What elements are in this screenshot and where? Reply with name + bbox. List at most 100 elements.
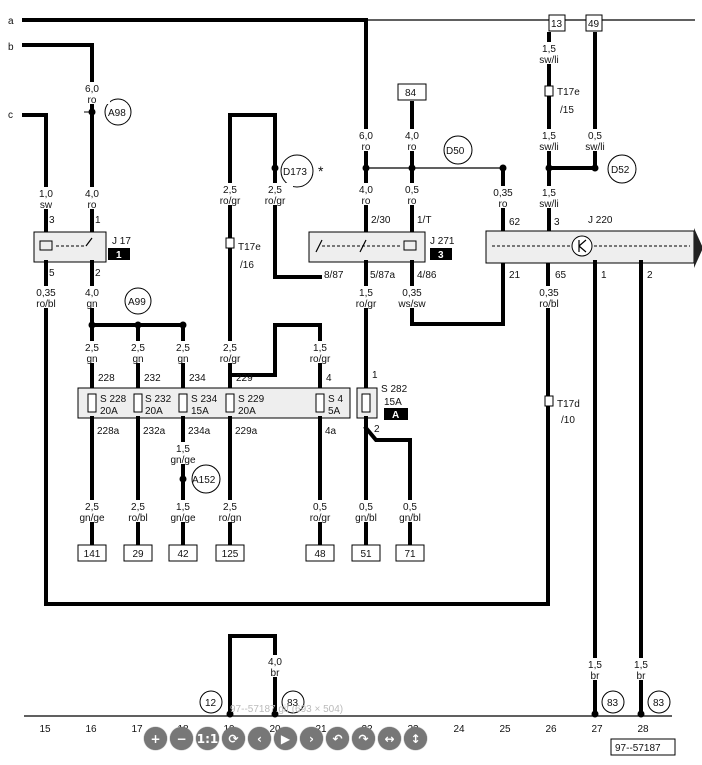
- j220-pin-2: 2: [647, 270, 653, 281]
- rotate-left-button[interactable]: ↶: [326, 727, 349, 750]
- wire-label-color: sw/li: [539, 142, 558, 153]
- wire-label-color: ro: [88, 95, 97, 106]
- terminal-label: 71: [404, 549, 416, 560]
- relay-j271-name: J 271: [430, 236, 455, 247]
- terminal-84: [397, 83, 427, 101]
- wire-label-size: 2,5: [223, 343, 237, 354]
- relay-j271: [308, 231, 426, 263]
- terminal-label: 125: [222, 549, 239, 560]
- j17-pin-3: 3: [49, 215, 55, 226]
- prev-button[interactable]: ‹: [248, 727, 271, 750]
- wire-label-color: sw/li: [539, 199, 558, 210]
- flip-v-button[interactable]: ↕: [404, 727, 427, 750]
- terminal-13-label: 13: [551, 19, 563, 30]
- terminal-box: [123, 544, 153, 562]
- svg-text:5A: 5A: [328, 406, 341, 417]
- wire-label-size: 2,5: [85, 502, 99, 513]
- wire-label-color: ro: [408, 142, 417, 153]
- terminal-label: 29: [132, 549, 144, 560]
- play-button[interactable]: ▶: [274, 727, 297, 750]
- zoom-out-button[interactable]: −: [170, 727, 193, 750]
- wire-label-size: 1,5: [542, 44, 556, 55]
- terminal-label: 141: [84, 549, 101, 560]
- wire-label-size: 2,5: [176, 343, 190, 354]
- junction-d52: [607, 154, 637, 184]
- terminal-label: 51: [360, 549, 372, 560]
- j220-pin-1: 1: [601, 270, 607, 281]
- ground-83-c-label: 83: [653, 698, 665, 709]
- wire-label-color: ro: [88, 200, 97, 211]
- fit-button[interactable]: ⟳: [222, 727, 245, 750]
- junction-a98: [104, 98, 132, 126]
- wire-label-size: 1,5: [634, 660, 648, 671]
- diagram-id: 97--57187: [615, 743, 661, 754]
- wire-label-size: 1,5: [542, 188, 556, 199]
- wire-label-size: 0,5: [403, 502, 417, 513]
- actual-size-button[interactable]: 1:1: [196, 727, 219, 750]
- ground-12: [199, 690, 223, 714]
- connector-t17e-16: [225, 237, 235, 249]
- column-number: 26: [545, 724, 557, 735]
- zoom-in-button[interactable]: +: [144, 727, 167, 750]
- wire-label-color: ro/gn: [219, 513, 242, 524]
- wire-label-color: ro/gr: [310, 513, 331, 524]
- connector-t17d-10: [544, 395, 554, 407]
- wire-label-size: 1,5: [176, 444, 190, 455]
- wire-label-size: 1,5: [313, 343, 327, 354]
- junction-d173: [280, 154, 314, 188]
- ground-83-b: [601, 690, 625, 714]
- wire-label-color: ro/gr: [310, 354, 331, 365]
- wire-label-color: gn/bl: [355, 513, 377, 524]
- terminal-box: [215, 544, 245, 562]
- column-number: 16: [85, 724, 97, 735]
- wire-label-size: 4,0: [405, 131, 419, 142]
- wire-label-color: ro: [499, 199, 508, 210]
- connector-t17e-15-pin: /15: [560, 105, 574, 116]
- relay-j271-coil: [403, 240, 417, 251]
- wire-label-color: ro: [362, 142, 371, 153]
- fuse-s282-badge: A: [392, 410, 399, 421]
- svg-text:229a: 229a: [235, 426, 258, 437]
- connector-t17e-15: [544, 85, 554, 97]
- junction-d52-label: D52: [611, 165, 630, 176]
- terminal-box: [351, 544, 381, 562]
- svg-text:20A: 20A: [238, 406, 256, 417]
- ground-83-b-label: 83: [607, 698, 619, 709]
- wire-label-size: 0,5: [359, 502, 373, 513]
- s282-pin-in: 1: [372, 370, 378, 381]
- svg-text:S 232: S 232: [145, 394, 172, 405]
- next-image-arrow[interactable]: [694, 228, 702, 268]
- wire-label-color: sw/li: [585, 142, 604, 153]
- svg-text:232a: 232a: [143, 426, 166, 437]
- column-number: 17: [131, 724, 143, 735]
- bus-label-a: a: [8, 16, 14, 27]
- relay-j271-badge: 3: [438, 250, 444, 261]
- wire-label-size: 6,0: [85, 84, 99, 95]
- svg-text:229: 229: [236, 373, 253, 384]
- flip-h-button[interactable]: ↔: [378, 727, 401, 750]
- wire-s282-71: [363, 425, 412, 547]
- wire-label-size: 0,35: [36, 288, 56, 299]
- wire-label-color: ro: [408, 196, 417, 207]
- wire-label-color: br: [637, 671, 647, 682]
- connector-t17d-10-name: T17d: [557, 399, 580, 410]
- wire-b: [22, 43, 94, 236]
- junction-a152: [191, 464, 221, 494]
- svg-text:228a: 228a: [97, 426, 120, 437]
- svg-text:S 4: S 4: [328, 394, 343, 405]
- ground-83-a: [281, 690, 305, 714]
- svg-text:S 229: S 229: [238, 394, 265, 405]
- junction-d173-label: D173: [283, 167, 307, 178]
- ground-12-label: 12: [205, 698, 217, 709]
- next-button[interactable]: ›: [300, 727, 323, 750]
- connector-t17e-16-pin: /16: [240, 260, 254, 271]
- wire-label-size: 2,5: [268, 185, 282, 196]
- viewer-toolbar: +−1:1⟳‹▶›↶↷↔↕: [144, 727, 427, 751]
- wire-label-size: 4,0: [85, 189, 99, 200]
- terminal-49-label: 49: [588, 19, 600, 30]
- wire-label-color: sw: [40, 200, 53, 211]
- column-number: 15: [39, 724, 51, 735]
- wire-label-color: gn: [86, 354, 97, 365]
- svg-text:4: 4: [326, 373, 332, 384]
- rotate-right-button[interactable]: ↷: [352, 727, 375, 750]
